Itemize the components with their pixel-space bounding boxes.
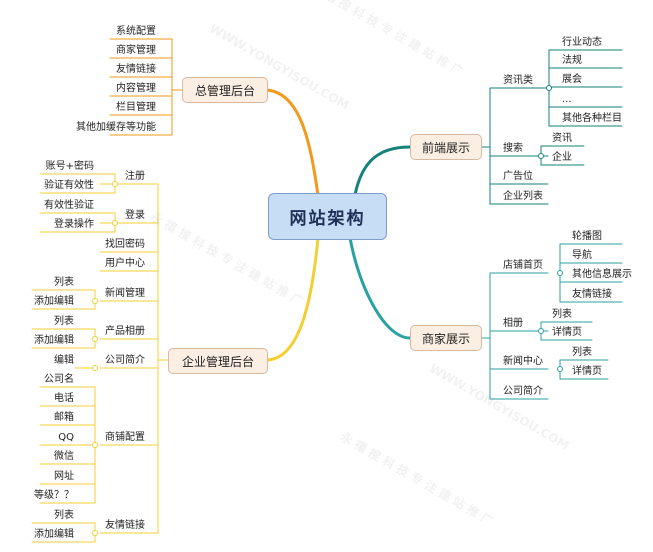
admin-item: 栏目管理 <box>116 102 156 113</box>
ent-shop-item: 邮箱 <box>54 412 74 423</box>
merchant-home-item: 其他信息展示 <box>572 269 632 280</box>
merchant-news-item: 详情页 <box>572 366 602 377</box>
node-front: 前端展示 <box>410 134 482 160</box>
branch-line-admin <box>264 88 320 197</box>
front-news-label: 资讯类 <box>503 75 533 86</box>
ent-register-item: 账号+密码 <box>45 161 94 172</box>
node-merchant: 商家展示 <box>410 325 482 351</box>
ent-news-label: 新闻管理 <box>105 288 145 299</box>
collapse-knob <box>92 365 98 371</box>
ent-news-item: 列表 <box>54 277 74 288</box>
ent-album-item: 列表 <box>54 316 74 327</box>
collapse-knob <box>546 85 552 91</box>
ent-shop-item: 网址 <box>54 471 74 482</box>
merchant-album-label: 相册 <box>503 318 523 329</box>
merchant-home-item: 友情链接 <box>572 289 612 300</box>
merchant-album-item: 详情页 <box>552 327 582 338</box>
ent-register-item: 验证有效性 <box>44 180 94 191</box>
admin-item: 内容管理 <box>116 83 156 94</box>
collapse-knob <box>92 442 98 448</box>
ent-shop-label: 商铺配置 <box>105 432 145 443</box>
front-news-item: ... <box>562 94 572 105</box>
ent-shop-item: 微信 <box>54 451 74 462</box>
ent-intro-item: 编辑 <box>54 355 74 366</box>
ent-album-item: 添加编辑 <box>34 335 74 346</box>
front-enterprise-list: 企业列表 <box>503 191 543 202</box>
front-news-item: 展会 <box>562 74 582 85</box>
ent-user-center: 用户中心 <box>105 258 145 269</box>
ent-login-item: 登录操作 <box>54 219 94 230</box>
front-search-item: 资讯 <box>552 133 572 144</box>
node-enterprise: 企业管理后台 <box>168 348 268 374</box>
branch-line-merchant <box>348 236 412 340</box>
merchant-home-label: 店铺首页 <box>503 260 543 271</box>
collapse-knob <box>557 366 563 372</box>
collapse-knob <box>112 181 118 187</box>
merchant-intro: 公司简介 <box>503 386 543 397</box>
ent-shop-item: 公司名 <box>44 374 74 385</box>
ent-login-label: 登录 <box>125 210 145 221</box>
admin-item: 友情链接 <box>116 64 156 75</box>
merchant-news-label: 新闻中心 <box>503 356 543 367</box>
ent-album-label: 产品相册 <box>105 326 145 337</box>
ent-login-item: 有效性验证 <box>44 200 94 211</box>
ent-links-item: 列表 <box>54 510 74 521</box>
ent-register-label: 注册 <box>125 171 145 182</box>
root-node: 网站架构 <box>268 193 387 240</box>
front-search-label: 搜索 <box>503 143 523 154</box>
node-admin: 总管理后台 <box>182 77 268 103</box>
admin-item: 系统配置 <box>116 26 156 37</box>
front-news-item: 行业动态 <box>562 37 602 48</box>
merchant-home-item: 导航 <box>572 250 592 261</box>
ent-shop-item: 电话 <box>54 393 74 404</box>
branch-line-enterprise <box>264 236 320 362</box>
branch-line-front <box>353 145 412 197</box>
front-news-item: 其他各种栏目 <box>562 113 622 124</box>
front-news-item: 法规 <box>562 55 582 66</box>
merchant-home-item: 轮播图 <box>572 231 602 242</box>
merchant-album-item: 列表 <box>552 309 572 320</box>
admin-item: 其他加缓存等功能 <box>76 122 156 133</box>
front-search-item: 企业 <box>552 152 572 163</box>
collapse-knob <box>92 530 98 536</box>
ent-news-item: 添加编辑 <box>34 296 74 307</box>
ent-links-label: 友情链接 <box>105 520 145 531</box>
ent-intro-label: 公司简介 <box>105 355 145 366</box>
collapse-knob <box>92 336 98 342</box>
ent-shop-item: 等级？？ <box>34 490 74 501</box>
ent-shop-item: QQ <box>58 432 74 443</box>
ent-find-password: 找回密码 <box>105 239 145 250</box>
ent-links-item: 添加编辑 <box>34 529 74 540</box>
merchant-news-item: 列表 <box>572 347 592 358</box>
front-ads: 广告位 <box>503 171 533 182</box>
collapse-knob <box>538 328 544 334</box>
collapse-knob <box>557 270 563 276</box>
collapse-knob <box>112 220 118 226</box>
collapse-knob <box>92 298 98 304</box>
admin-item: 商家管理 <box>116 45 156 56</box>
collapse-knob <box>538 153 544 159</box>
